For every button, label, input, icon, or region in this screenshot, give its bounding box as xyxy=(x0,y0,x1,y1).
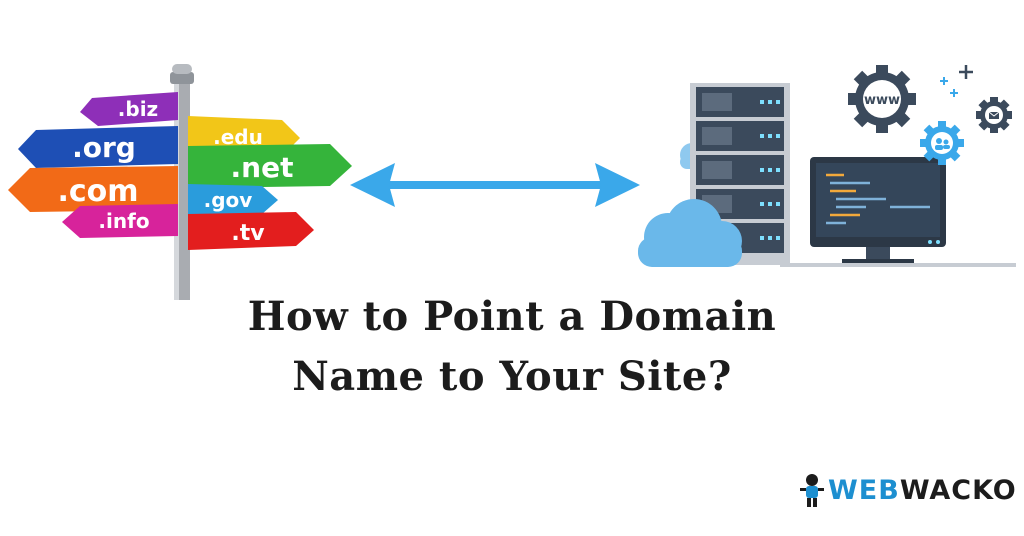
plus-icon xyxy=(959,65,973,79)
gear-www-label: www xyxy=(864,93,900,108)
webwacko-logo: WEB WACKO xyxy=(798,470,1017,510)
sign-net xyxy=(188,144,352,188)
sign-com xyxy=(8,166,178,212)
sign-biz xyxy=(80,92,178,126)
brand-part-wacko: WACKO xyxy=(899,474,1017,506)
double-arrow-icon xyxy=(350,163,640,207)
sign-gov xyxy=(188,184,278,216)
sign-org-label: .org xyxy=(72,131,136,164)
sign-tv xyxy=(188,212,314,250)
sign-org xyxy=(18,126,178,168)
gear-mail-icon xyxy=(976,97,1012,133)
domain-signpost: .biz .org .com .info .edu .net .gov .tv xyxy=(8,64,352,300)
cloud-large-icon xyxy=(638,199,742,267)
gear-www-icon: www xyxy=(848,65,916,133)
gear-users-icon xyxy=(920,121,964,165)
server-scene: www xyxy=(638,65,1016,267)
plus-small-icon xyxy=(940,77,958,97)
headline-line-1: How to Point a Domain xyxy=(247,293,777,340)
monitor-icon xyxy=(810,157,946,265)
mascot-icon xyxy=(800,474,824,507)
sign-com-label: .com xyxy=(57,174,138,209)
sign-edu-label: .edu xyxy=(213,125,263,149)
sign-info-label: .info xyxy=(98,209,149,233)
sign-tv-label: .tv xyxy=(231,221,265,246)
sign-gov-label: .gov xyxy=(204,188,253,212)
sign-biz-label: .biz xyxy=(118,97,158,121)
sign-info xyxy=(62,204,178,238)
sign-net-label: .net xyxy=(231,151,294,184)
brand-part-web: WEB xyxy=(828,474,900,506)
headline-line-2: Name to Your Site? xyxy=(292,353,732,400)
